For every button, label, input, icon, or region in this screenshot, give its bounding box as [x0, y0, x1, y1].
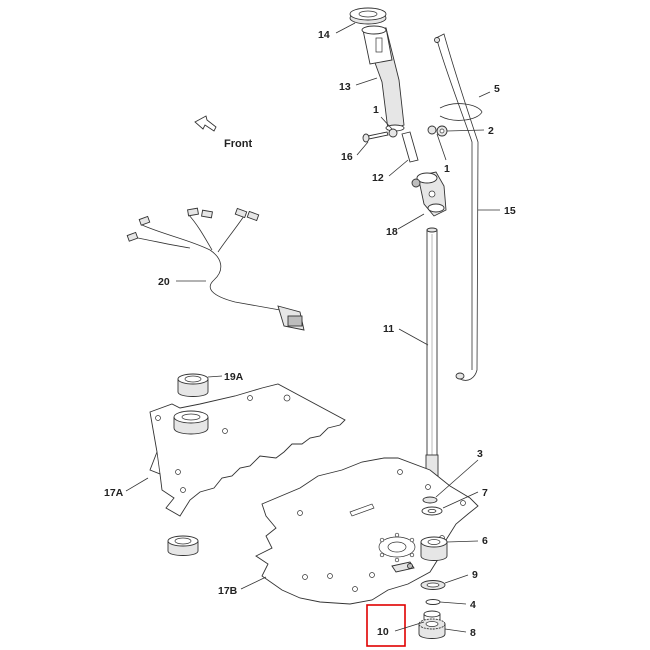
part-4-washer — [425, 599, 441, 605]
part-5-clip — [439, 103, 483, 121]
part-16-bolt — [362, 131, 389, 143]
callout-10: 10 — [377, 626, 389, 638]
part-14-nut — [349, 7, 387, 25]
part-6-bearing — [420, 536, 448, 561]
callout-7: 7 — [482, 487, 488, 499]
callout-9: 9 — [472, 569, 478, 581]
callout-19a: 19A — [224, 371, 244, 383]
part-3-spacer — [422, 496, 438, 504]
part-bracket — [391, 561, 415, 573]
front-arrow-icon — [194, 115, 217, 132]
part-13-column-tube — [361, 25, 405, 132]
part-12-pin — [401, 131, 419, 163]
callout-2: 2 — [488, 125, 494, 137]
callout-11: 11 — [383, 323, 394, 335]
part-19a-bushing-lower — [167, 535, 199, 556]
callout-17b: 17B — [218, 585, 238, 597]
callout-15: 15 — [504, 205, 516, 217]
part-9-washer — [420, 580, 446, 590]
part-2-grommet — [436, 125, 448, 137]
callout-14: 14 — [318, 29, 330, 41]
part-18-universal-joint — [411, 171, 447, 217]
callout-6: 6 — [482, 535, 488, 547]
part-15-cable — [434, 33, 479, 381]
part-1-screw — [388, 128, 398, 138]
callout-20: 20 — [158, 276, 170, 288]
callout-12: 12 — [372, 172, 384, 184]
callout-13: 13 — [339, 81, 351, 93]
callout-4: 4 — [470, 599, 476, 611]
part-19a-bushing — [177, 373, 209, 397]
callout-8: 8 — [470, 627, 476, 639]
part-1-screw-lower — [427, 125, 437, 135]
highlight-box-part-10 — [366, 604, 406, 647]
part-17b-plate — [255, 457, 479, 605]
part-8-gear — [418, 618, 446, 639]
callout-3: 3 — [477, 448, 483, 460]
callout-5: 5 — [494, 83, 500, 95]
callout-1-lower: 1 — [444, 163, 450, 175]
callout-17a: 17A — [104, 487, 124, 499]
callout-16: 16 — [341, 151, 353, 163]
part-11-shaft — [425, 227, 439, 481]
part-17a-plate — [149, 383, 346, 517]
front-label: Front — [224, 138, 252, 150]
part-20-wire-harness — [126, 207, 305, 331]
callout-1-upper: 1 — [373, 104, 379, 116]
part-7-washer — [421, 506, 443, 516]
callout-18: 18 — [386, 226, 398, 238]
